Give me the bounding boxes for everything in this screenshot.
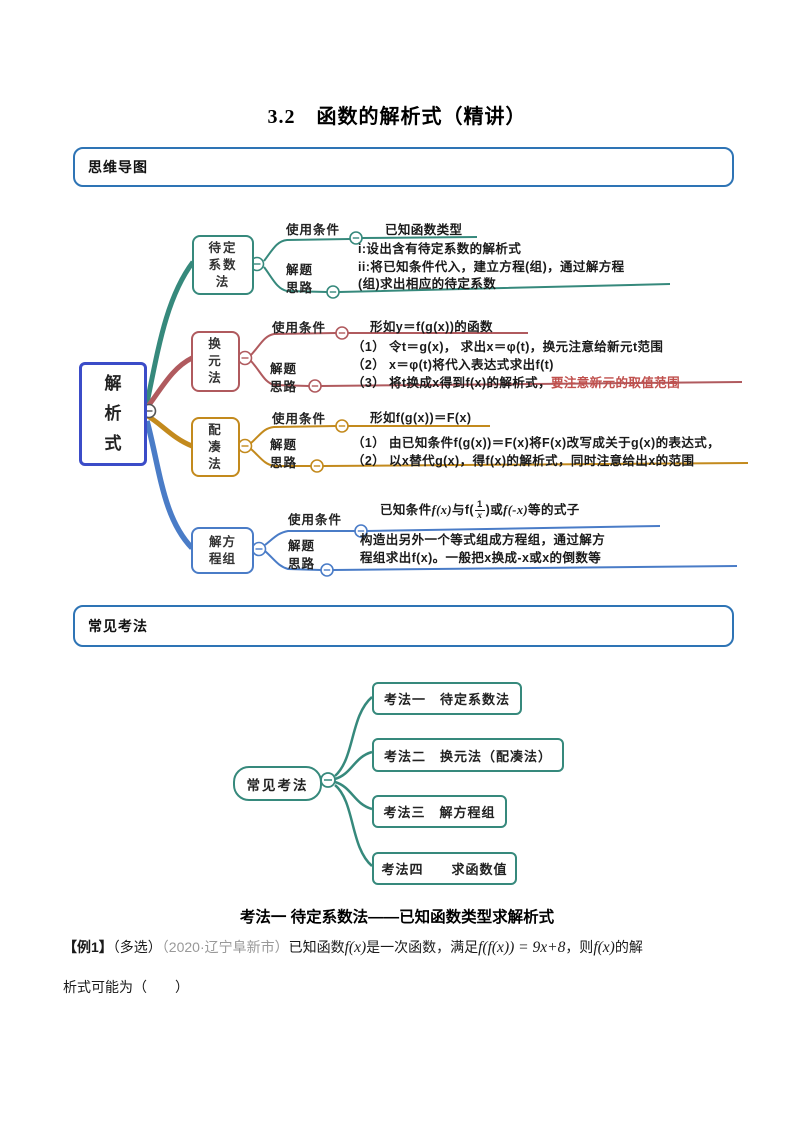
- mm2-item-method1[interactable]: 考法一 待定系数法: [372, 682, 522, 715]
- mm1-root-line3: 式: [104, 434, 122, 453]
- mm1-branch2-line2: 元: [208, 354, 223, 368]
- page-title: 3.2 函数的解析式（精讲）: [267, 106, 527, 128]
- branch1-sol-collapse-icon: [326, 285, 340, 299]
- mm1-branch3-sol-label1[interactable]: 解题: [270, 438, 298, 452]
- section-label-common-methods: 常见考法: [88, 618, 148, 634]
- example1-text-c: ，则: [565, 939, 594, 955]
- mm1-branch3-node[interactable]: 配 凑 法: [191, 417, 240, 477]
- mm1-branch2-cond-label[interactable]: 使用条件: [272, 321, 327, 335]
- mm1-branch3-cond-text: 形如f(g(x))＝F(x): [370, 411, 472, 425]
- mm2-root-node[interactable]: 常见考法: [233, 766, 322, 801]
- mm1-branch1-sol-line2: ii:将已知条件代入，建立方程(组)，通过解方程: [358, 259, 625, 274]
- mm1-branch2-node[interactable]: 换 元 法: [191, 331, 240, 392]
- fraction-denominator: x: [477, 511, 483, 522]
- mm2-item-method3[interactable]: 考法三 解方程组: [372, 795, 507, 828]
- branch3-sol-collapse-icon: [310, 459, 324, 473]
- mm1-branch3-line3: 法: [208, 456, 223, 471]
- mm1-branch4-line1: 解方: [208, 534, 236, 549]
- section-box-common-methods: 常见考法: [73, 605, 734, 647]
- mm1-branch2-sol-line3: （3） 将t换成x得到f(x)的解析式，要注意新元的取值范围: [352, 374, 680, 392]
- mm1-branch4-cond-fx: f(x): [431, 503, 452, 517]
- mm1-branch2-sol-line2: （2） x＝φ(t)将代入表达式求出f(t): [352, 358, 554, 372]
- mm1-branch1-line1: 待定: [208, 240, 238, 255]
- mm1-branch3-line2: 凑: [208, 439, 223, 454]
- mm1-branch3-line1: 配: [208, 422, 223, 437]
- mm1-branch1-line3: 法: [215, 274, 231, 289]
- mm1-branch2-sol-line1: （1） 令t＝g(x)， 求出x＝φ(t)，换元注意给新元t范围: [352, 340, 664, 354]
- mm1-branch1-line2: 系数: [208, 257, 238, 272]
- mm1-branch4-sol-text: 构造出另外一个等式组成方程组，通过解方 程组求出f(x)。一般把x换成-x或x的…: [360, 531, 605, 567]
- mm1-branch2-sol-label1[interactable]: 解题: [270, 362, 298, 376]
- example1-label: 【例1】: [63, 939, 113, 955]
- branch4-collapse-icon: [251, 541, 267, 557]
- mm1-branch1-sol-text: i:设出含有待定系数的解析式 ii:将已知条件代入，建立方程(组)，通过解方程 …: [358, 241, 625, 294]
- example1-text-b: 是一次函数，满足: [366, 939, 479, 955]
- example1-line1: 【例1】（多选）（2020·辽宁阜新市）已知函数f(x)是一次函数，满足f(f(…: [63, 937, 643, 957]
- mm1-branch1-node[interactable]: 待定 系数 法: [192, 235, 254, 295]
- example1-source: （2020·辽宁阜新市）: [161, 939, 289, 955]
- mm1-branch2-sol-line3-black: （3） 将t换成x得到f(x)的解析式，: [352, 376, 551, 390]
- mm1-root-node[interactable]: 解 析 式: [79, 362, 147, 466]
- mm1-branch3-cond-label[interactable]: 使用条件: [272, 412, 327, 426]
- branch2-collapse-icon: [237, 350, 253, 366]
- mm1-branch2-sol-text: （1） 令t＝g(x)， 求出x＝φ(t)，换元注意给新元t范围 （2） x＝φ…: [352, 338, 680, 392]
- example1-math-ffx: f(f(x)) = 9x+8: [478, 939, 566, 956]
- mm1-branch2-line3: 法: [208, 371, 223, 385]
- mm1-branch4-cond-fnegx: f(-x): [503, 503, 529, 517]
- mm2-curves: [334, 696, 373, 867]
- mm1-branch4-node[interactable]: 解方 程组: [191, 527, 254, 574]
- mm1-branch4-line2: 程组: [208, 551, 236, 566]
- example1-text-d: 的解: [614, 939, 643, 955]
- mm1-branch2-sol-label2[interactable]: 思路: [270, 380, 298, 394]
- mm1-branch4-sol-line1: 构造出另外一个等式组成方程组，通过解方: [360, 533, 606, 547]
- mm2-item-method4[interactable]: 考法四 求函数值: [372, 852, 517, 885]
- mm1-branch4-cond-mid: 与f(: [451, 503, 474, 517]
- mm1-branch2-line1: 换: [208, 337, 223, 351]
- example1-math-fx2: f(x): [593, 939, 615, 956]
- example1-math-fx1: f(x): [344, 939, 367, 956]
- example1-line2: 析式可能为（ ）: [63, 979, 189, 995]
- section-label-mindmap: 思维导图: [88, 159, 148, 175]
- mm1-branch4-cond-label[interactable]: 使用条件: [288, 513, 343, 527]
- fraction-numerator: 1: [474, 499, 485, 512]
- mm1-branch1-sol-line1: i:设出含有待定系数的解析式: [358, 242, 522, 256]
- mm1-branch2-sol-line3-red-note: 要注意新元的取值范围: [550, 376, 680, 390]
- mm1-branch3-sol-label2[interactable]: 思路: [270, 456, 298, 470]
- branch2-sol-collapse-icon: [308, 379, 322, 393]
- branch4-sol-collapse-icon: [320, 563, 334, 577]
- mm1-branch4-cond-post: )或: [485, 503, 504, 517]
- mm1-branch1-sol-label1[interactable]: 解题: [286, 263, 314, 277]
- mm1-branch3-sol-line1: （1） 由已知条件f(g(x))＝F(x)将F(x)改写成关于g(x)的表达式，: [352, 436, 721, 450]
- mm1-branch1-sol-label2[interactable]: 思路: [286, 281, 314, 295]
- mm1-branch1-cond-text: 已知函数类型: [385, 223, 463, 237]
- mm1-branch4-sol-label2[interactable]: 思路: [288, 557, 316, 571]
- mm1-branch4-sol-line2: 程组求出f(x)。一般把x换成-x或x的倒数等: [360, 551, 602, 565]
- mm1-branch4-cond-tail: 等的式子: [528, 503, 580, 517]
- mm1-root-line1: 解: [104, 374, 122, 393]
- branch3-cond-collapse-icon: [335, 419, 349, 433]
- mm1-branch3-sol-line2: （2） 以x替代g(x)，得f(x)的解析式，同时注意给出x的范围: [352, 453, 695, 468]
- mm1-branch3-sol-text: （1） 由已知条件f(g(x))＝F(x)将F(x)改写成关于g(x)的表达式，…: [352, 435, 720, 470]
- branch2-cond-collapse-icon: [335, 326, 349, 340]
- mm2-item-method2[interactable]: 考法二 换元法（配凑法）: [372, 738, 564, 772]
- mm1-root-line2: 析: [104, 404, 122, 423]
- mm1-branch2-cond-text: 形如y＝f(g(x))的函数: [370, 320, 493, 334]
- exam-heading: 考法一 待定系数法——已知函数类型求解析式: [239, 909, 555, 926]
- example1-text-a: 已知函数: [288, 939, 345, 955]
- mm1-branch4-cond-pre: 已知条件: [380, 503, 432, 517]
- mm1-branch1-sol-line3: (组)求出相应的待定系数: [358, 277, 497, 291]
- branch-curves: [144, 260, 196, 550]
- mm1-branch1-cond-label[interactable]: 使用条件: [286, 223, 341, 237]
- section-box-mindmap: 思维导图: [73, 147, 734, 187]
- mm1-branch4-sol-label1[interactable]: 解题: [288, 539, 316, 553]
- branch3-collapse-icon: [237, 438, 253, 454]
- example1-multi-choice-tag: （多选）: [112, 939, 162, 955]
- mm2-root-collapse-icon[interactable]: [320, 772, 336, 788]
